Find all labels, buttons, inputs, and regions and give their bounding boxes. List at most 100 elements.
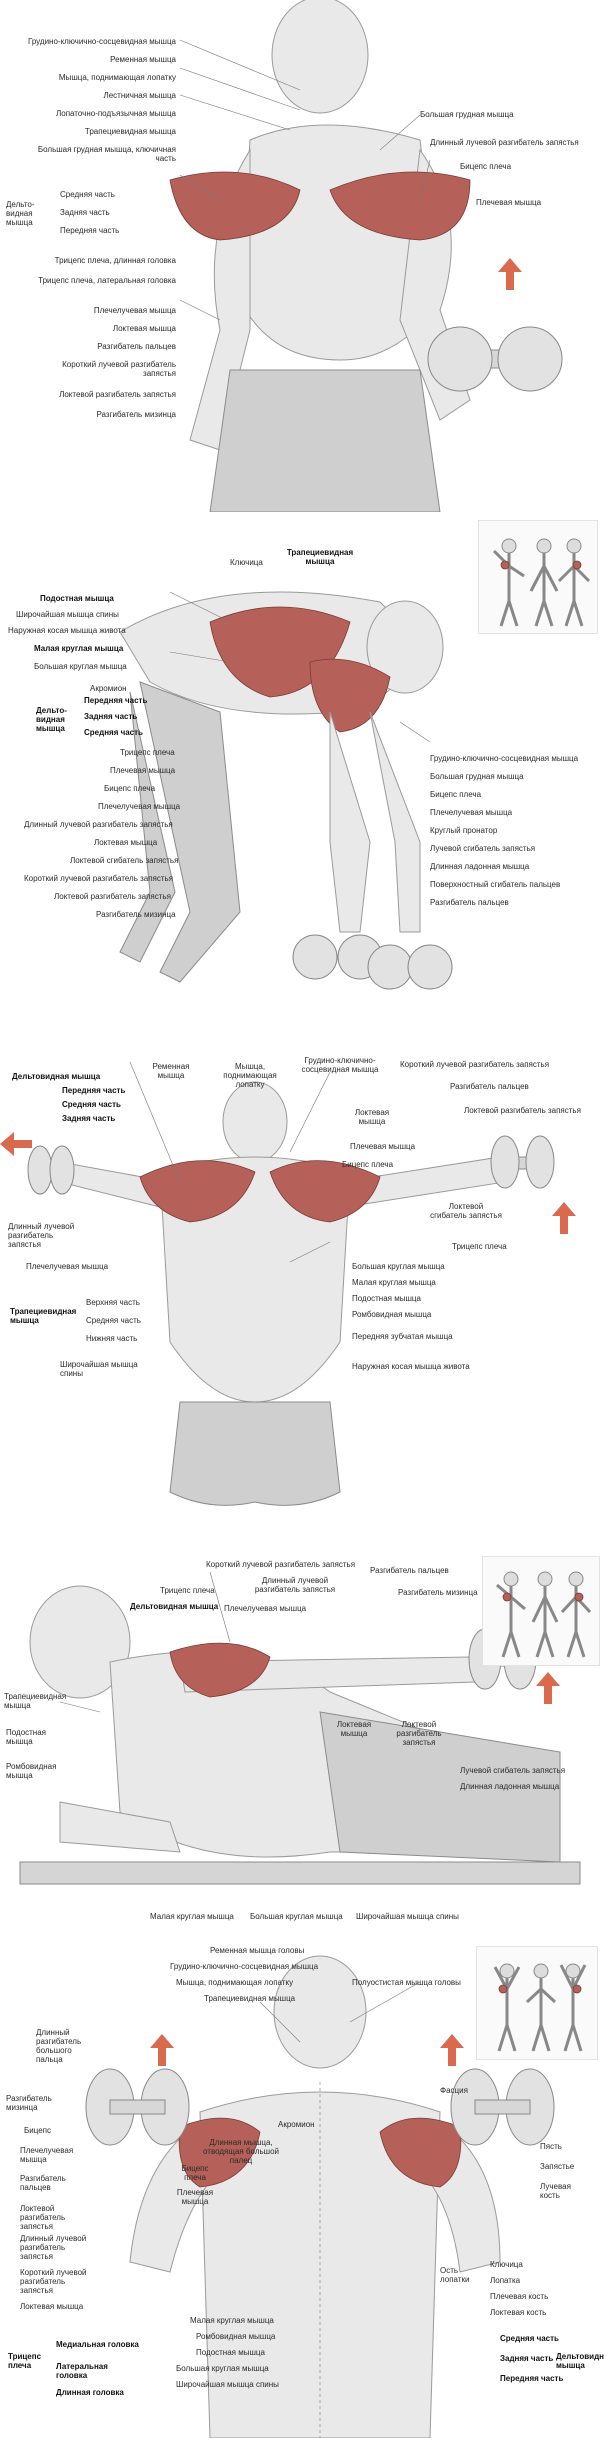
label-apl: Длинная мышца, отводящая большой палец [203,2138,279,2165]
label-brachioradialis: Плечелучевая мышца [93,306,176,315]
label-extensor-digitorum: Разгибатель пальцев [97,342,176,351]
label-ecrb: Короткий лучевой разгибатель запястья [206,1560,356,1569]
label-deltoid: Дельто-видная мышца [36,706,67,733]
label-sternocleidomastoid: Грудино-ключично-сосцевидная мышца [27,37,176,46]
label-external-oblique: Наружная косая мышца живота [352,1362,470,1371]
dumbbell-right-icon [367,944,453,990]
label-scapula: Лопатка [490,2276,521,2285]
label-brachioradialis: Плечелучевая мышца [20,2146,74,2164]
label-brachioradialis: Плечелучевая мышца [224,1604,307,1613]
thumbnail-figures [496,1571,592,1658]
label-ecu: Локтевой разгибатель запястья [464,1106,581,1115]
label-brachialis: Плечевая мышца [110,766,176,775]
label-biceps-left: Бицепс плеча [104,784,156,793]
label-teres-minor: Малая круглая мышца [34,644,124,653]
label-edm: Разгибатель мизинца [6,2094,52,2112]
label-anconeus: Локтевая мышца [336,1720,372,1738]
label-biceps: Бицепс плеча [460,162,512,171]
label-pectoralis: Большая грудная мышца [430,772,524,781]
label-anconeus: Локтевая мышца [20,2302,84,2311]
label-triceps-medial: Медиальная головка [56,2340,139,2349]
panel-front-raise: Грудино-ключично-сосцевидная мышца Ремен… [0,0,604,512]
label-deltoid-anterior: Передняя часть [60,226,120,235]
label-deltoid-posterior: Задняя часть [60,208,110,217]
label-rhomboid: Ромбовидная мышца [352,1310,432,1319]
label-edm: Разгибатель мизинца [96,410,176,419]
label-biceps-right: Бицепс плеча [430,790,482,799]
label-trapezius: Трапециевидная мышца [4,1692,67,1710]
label-trap-middle: Средняя часть [86,1316,141,1325]
label-anconeus: Локтевая мышца [112,324,176,333]
panel-bent-over-raise: Ключица Трапециевидная мышца Подостная м… [0,512,604,1042]
label-teres-minor: Малая круглая мышца [352,1278,436,1287]
label-palmaris-longus: Длинная ладонная мышца [460,1782,560,1791]
arrow-up-left-icon [150,2034,174,2066]
label-ecrl: Длинный лучевой разгибатель запястья [20,2234,87,2261]
label-ecrl: Длинный лучевой разгибатель запястья [430,138,579,147]
label-deltoid: Дельтовидная мышца [12,1072,101,1081]
label-deltoid: Дельтовидная мышца [130,1602,219,1611]
label-ecrl: Длинный лучевой разгибатель запястья [8,1222,75,1249]
label-wrist: Запястье [540,2162,575,2171]
label-biceps: Бицепс плеча [181,2164,209,2182]
label-acromion: Акромион [278,2120,315,2129]
label-semispinalis: Полуостистая мышца головы [352,1978,461,1987]
label-deltoid-middle: Средняя часть [500,2334,559,2343]
label-radius: Лучевая кость [540,2182,571,2200]
label-ecu: Локтевой разгибатель запястья [20,2204,66,2231]
label-pronator-teres: Круглый пронатор [430,826,498,835]
label-anconeus: Локтевая мышца [94,838,158,847]
label-fcu: Локтевой сгибатель запястья [70,856,179,865]
label-scalene: Лестничная мышца [103,91,176,100]
label-clavicle: Ключица [490,2260,523,2269]
label-ecu: Локтевой разгибатель запястья [59,390,176,399]
label-extensor-digitorum: Разгибатель пальцев [20,2174,66,2192]
label-omohyoid: Лопаточно-подъязычная мышца [56,109,176,118]
exercise-thumbnail [482,1556,600,1666]
figure-bent-over-illustration [119,591,453,990]
label-brachioradialis-left: Плечелучевая мышца [98,802,181,811]
label-triceps-long: Длинная головка [56,2388,124,2397]
arrow-up-icon [536,1672,560,1704]
dumbbell-icon [427,326,563,392]
label-ecrb: Короткий лучевой разгибатель запястья [20,2268,87,2295]
label-deltoid-middle: Средняя часть [84,728,143,737]
label-infraspinatus: Подостная мышца [352,1294,421,1303]
exercise-thumbnail [478,520,598,634]
dumbbell-right-icon [450,2068,555,2146]
label-trapezius: Трапециевидная мышца [84,127,176,136]
label-deltoid: Дельто-видная мышца [6,200,35,227]
label-deltoid-middle: Средняя часть [60,190,115,199]
label-triceps: Трицепс плеча [160,1586,215,1595]
label-trap-upper: Верхняя часть [86,1298,140,1307]
label-triceps: Трицепс плеча [8,2352,42,2370]
label-triceps-long: Трицепс плеча, длинная головка [54,256,176,265]
label-deltoid-anterior: Передняя часть [500,2374,564,2383]
panel-lateral-raise-back: Дельтовидная мышца Передняя часть Средня… [0,1042,604,1552]
label-levator-scapulae: Мышца, поднимающая лопатку [176,1978,294,1987]
arrow-up-icon [498,258,522,290]
label-ecrl: Длинный лучевой разгибатель запястья [24,820,173,829]
label-humerus: Плечевая кость [490,2292,549,2301]
label-ecu: Локтевой разгибатель запястья [396,1720,442,1747]
label-ecrl: Длинный лучевой разгибатель запястья [254,1576,336,1594]
label-biceps: Бицепс плеча [342,1160,394,1169]
label-ecu: Локтевой разгибатель запястья [54,892,171,901]
label-fascia: Фасция [440,2086,468,2095]
label-external-oblique: Наружная косая мышца живота [8,626,126,635]
label-fcr: Лучевой сгибатель запястья [460,1766,566,1775]
label-extensor-digitorum: Разгибатель пальцев [370,1566,449,1575]
label-teres-major: Большая круглая мышца [176,2364,269,2373]
label-teres-major: Большая круглая мышца [352,1262,445,1271]
label-infraspinatus: Подостная мышца [196,2348,265,2357]
label-teres-minor: Малая круглая мышца [190,2316,274,2325]
label-brachialis: Плечевая мышца [176,2188,214,2206]
label-brachioradialis: Плечелучевая мышца [26,1262,109,1271]
label-acromion: Акромион [90,684,127,693]
label-edm: Разгибатель мизинца [96,910,176,919]
label-latissimus: Широчайшая мышца спины [356,1912,459,1921]
label-trapezius: Трапециевидная мышца [10,1307,77,1325]
label-infraspinatus: Подостная мышца [6,1728,47,1746]
label-extensor-digitorum: Разгибатель пальцев [450,1082,529,1091]
figure-press-illustration [85,1955,555,2438]
